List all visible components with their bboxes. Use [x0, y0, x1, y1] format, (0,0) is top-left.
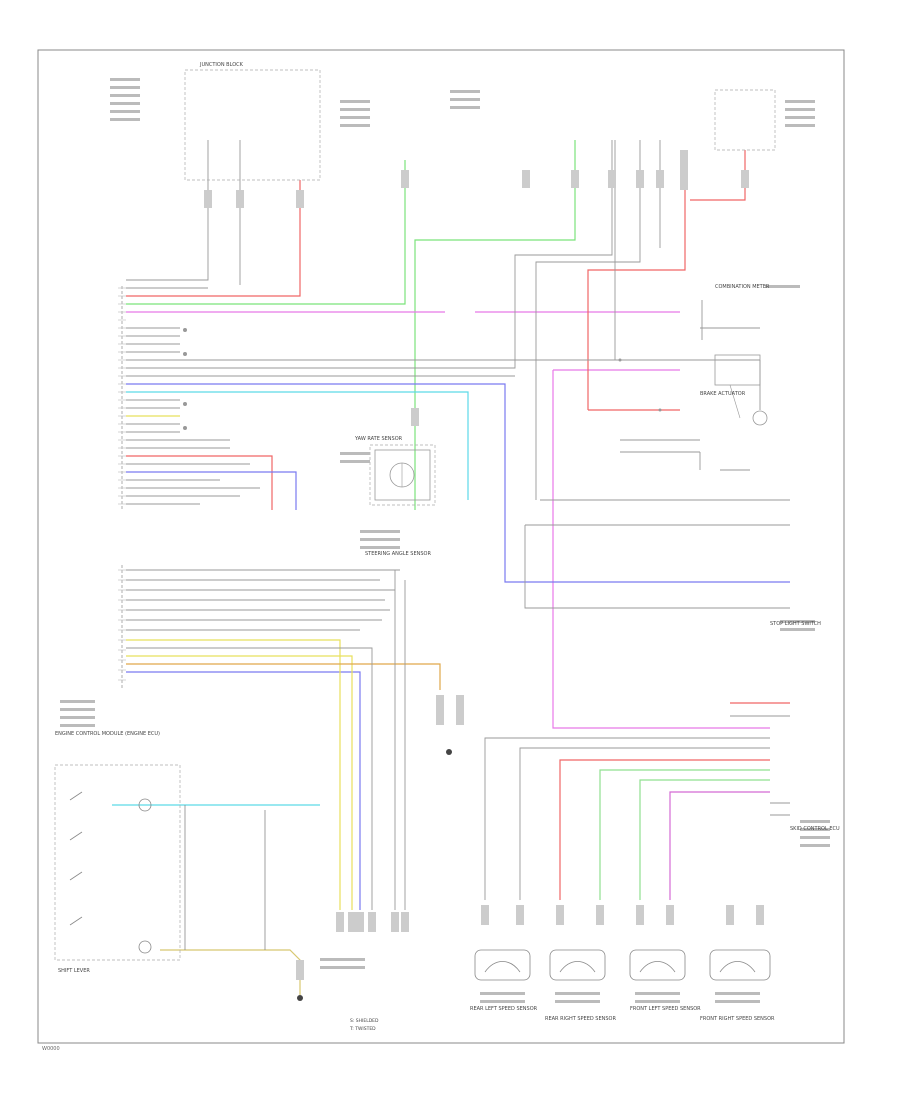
label-junction-block: JUNCTION BLOCK	[199, 62, 244, 68]
rear-right-speed-sensor	[549, 949, 606, 981]
wire-violet-1	[669, 791, 770, 900]
label-stop-light-switch: STOP LIGHT SWITCH	[770, 621, 821, 627]
label-front-left-speed-sensor: FRONT LEFT SPEED SENSOR	[630, 1006, 701, 1012]
wire-ltgreen-2	[639, 779, 770, 900]
label-steering-angle-sensor: STEERING ANGLE SENSOR	[365, 551, 431, 557]
wire-blue-2	[126, 671, 361, 910]
engine-control-module	[118, 286, 126, 690]
wire-yellow-3	[160, 949, 301, 995]
wire-red-4	[690, 150, 746, 201]
wire-magenta-3	[552, 370, 770, 729]
wire-red-1	[126, 180, 301, 297]
sub-boxes	[54, 69, 776, 961]
legend-shielded: S: SHIELDED	[350, 1018, 379, 1024]
brake-actuator	[714, 354, 768, 426]
legend-twisted: T: TWISTED	[349, 1026, 376, 1032]
label-rear-left-speed-sensor: REAR LEFT SPEED SENSOR	[470, 1006, 538, 1012]
wires	[112, 140, 790, 995]
front-left-speed-sensor	[629, 949, 686, 981]
label-front-right-speed-sensor: FRONT RIGHT SPEED SENSOR	[700, 1016, 775, 1022]
label-skid-control-ecu: SKID CONTROL ECU	[790, 826, 840, 832]
rear-left-speed-sensor	[474, 949, 531, 981]
label-rear-right-speed-sensor: REAR RIGHT SPEED SENSOR	[545, 1016, 616, 1022]
wire-blue-1	[126, 383, 790, 583]
wire-yellow-2	[126, 655, 353, 910]
wire-green-1	[126, 160, 406, 305]
wire-red-5	[126, 455, 273, 510]
label-brake-actuator: BRAKE ACTUATOR	[700, 391, 746, 397]
label-combination-meter: COMBINATION METER	[715, 284, 770, 290]
tiny-labels	[60, 78, 830, 1003]
ground-symbol	[297, 995, 303, 1001]
wire-ltgreen-1	[599, 769, 770, 900]
gray-wires	[126, 140, 790, 910]
wire-cyan-1	[126, 391, 469, 500]
steering-angle-sensor	[374, 449, 431, 501]
wire-red-2	[587, 160, 686, 410]
wire-orange-1	[126, 663, 441, 690]
wire-yellow-1	[126, 639, 341, 910]
diagram-frame	[37, 49, 845, 1044]
label-engine-control-module: ENGINE CONTROL MODULE (ENGINE ECU)	[55, 731, 160, 737]
front-right-speed-sensor	[709, 949, 771, 981]
wire-red-6	[559, 759, 770, 900]
label-shift-lever: SHIFT LEVER	[58, 968, 90, 974]
ground-symbol	[446, 749, 452, 755]
shift-lever	[69, 791, 266, 954]
wire-green-2	[414, 140, 576, 510]
label-yaw-rate-sensor: YAW RATE SENSOR	[354, 436, 403, 442]
wire-blue-3	[126, 471, 297, 510]
connector-markers	[204, 150, 764, 980]
ground-symbols	[297, 749, 452, 1001]
splice-points	[183, 328, 662, 430]
diagram-code: W0000	[42, 1046, 60, 1052]
wheel-speed-sensors	[474, 949, 771, 981]
